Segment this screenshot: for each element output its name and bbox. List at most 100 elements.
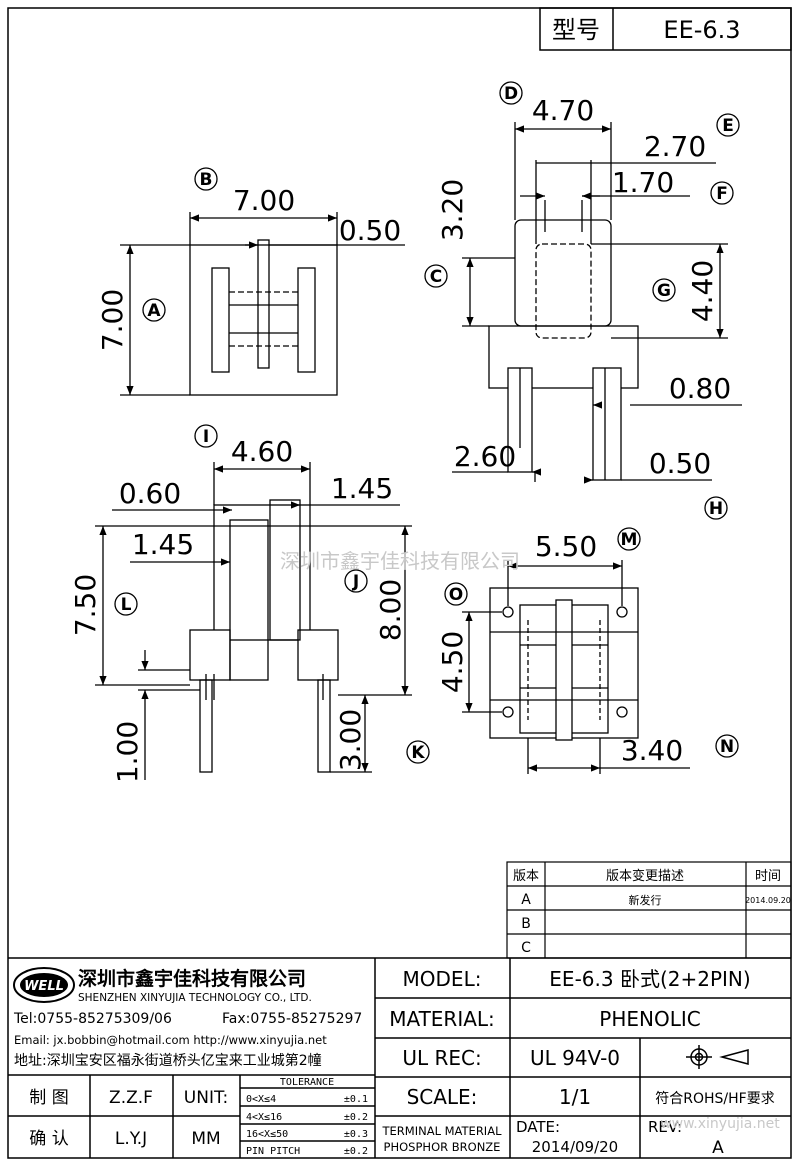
dim-m-width: 5.50 [535,530,597,563]
dim-f-width: 1.70 [612,166,674,199]
drawn-label: 制 图 [29,1088,68,1108]
terminal-material-1: TERMINAL MATERIAL [382,1124,503,1138]
terminal-material-2: PHOSPHOR BRONZE [384,1140,501,1154]
rev-row-a-date: 2014.09.20 [745,896,791,905]
header-model-box: 型号 EE-6.3 [539,7,792,51]
rev-label: REV: [648,1118,682,1136]
reference-markers [114,81,740,764]
dim-pin-260: 2.60 [454,440,516,473]
ulrec-label: UL REC: [402,1046,481,1070]
company-logo: WELL [13,967,75,1003]
dim-n-width: 3.40 [621,734,683,767]
marker-b: B [200,170,213,190]
dim-w-145-left: 1.45 [132,528,194,561]
dim-b-width: 7.00 [233,184,295,217]
rev-header-desc: 版本变更描述 [606,868,684,884]
marker-j: J [352,572,359,592]
rev-value: A [712,1138,724,1158]
watermark-url: www.xinyujia.net [660,1116,780,1132]
company-name-en: SHENZHEN XINYUJIA TECHNOLOGY CO., LTD. [78,992,312,1004]
material-label: MATERIAL: [389,1007,495,1031]
scale-value: 1/1 [559,1085,591,1109]
marker-n: N [720,737,734,757]
marker-k: K [411,743,425,763]
marker-g: G [657,281,671,301]
view-front [452,122,742,484]
dim-i-width: 4.60 [231,435,293,468]
logo-text: WELL [24,979,64,994]
model-label: MODEL: [403,967,482,991]
view-side [120,212,405,396]
rev-row-b: B [521,916,531,932]
marker-m: M [621,530,638,550]
rev-row-c: C [521,940,531,956]
header-model-label: 型号 [552,16,600,44]
tol-range-1: 0<X≤4 [246,1094,276,1105]
marker-c: C [430,267,442,287]
marker-a: A [147,301,161,321]
dimension-labels: 7.00 0.50 7.00 4.70 2.70 1.70 3.20 4.40 … [69,94,731,783]
tol-value-2: ±0.2 [344,1112,368,1123]
rev-row-a-desc: 新发行 [629,893,662,907]
dim-b-pin: 0.50 [339,214,401,247]
dim-k-300: 3.00 [334,709,367,771]
tol-value-1: ±0.1 [344,1094,368,1105]
title-block-text: MODEL: EE-6.3 卧式(2+2PIN) MATERIAL: PHENO… [29,967,780,1158]
rev-header-version: 版本 [513,869,539,884]
tol-value-3: ±0.3 [344,1129,368,1140]
dim-w-060: 0.60 [119,477,181,510]
marker-l: L [121,595,132,615]
reference-marker-letters: A B C D E F G H I J K L M N O [121,84,735,763]
dim-g-height: 4.40 [686,260,719,322]
dim-pin-050: 0.50 [649,447,711,480]
tol-range-3: 16<X≤50 [246,1129,288,1140]
dim-w-145-top: 1.45 [331,472,393,505]
unit-value: MM [191,1129,220,1149]
company-info: 深圳市鑫宇佳科技有限公司 SHENZHEN XINYUJIA TECHNOLOG… [13,967,362,1069]
date-label: DATE: [516,1118,560,1136]
company-tel: Tel:0755-85275309/06 [13,1011,172,1027]
dim-j-height: 8.00 [374,579,407,641]
dim-a-height: 7.00 [96,289,129,351]
marker-o: O [449,585,463,605]
dim-e-width: 2.70 [644,130,706,163]
tol-range-2: 4<X≤16 [246,1112,282,1123]
rohs-note: 符合ROHS/HF要求 [655,1091,774,1107]
checked-value: L.Y.J [115,1129,147,1149]
projection-symbol-icon [686,1045,749,1069]
rev-row-a: A [521,892,531,908]
header-model-value: EE-6.3 [663,16,740,44]
marker-h: H [709,499,723,519]
scale-label: SCALE: [407,1085,478,1109]
dim-l-height: 7.50 [69,574,102,636]
rev-header-date: 时间 [755,869,781,884]
title-block-lines [8,957,791,1158]
marker-d: D [504,84,518,104]
drawn-value: Z.Z.F [109,1088,153,1108]
company-name-cn: 深圳市鑫宇佳科技有限公司 [78,967,306,990]
dim-d-width: 4.70 [532,94,594,127]
company-address: 地址:深圳宝安区福永街道桥头亿宝来工业城第2幢 [14,1052,322,1069]
dim-pin-080: 0.80 [669,372,731,405]
dim-o-height: 4.50 [436,631,469,693]
model-value: EE-6.3 卧式(2+2PIN) [549,967,750,991]
checked-label: 确 认 [29,1129,68,1149]
sheet-border [7,7,792,1159]
marker-f: F [716,184,728,204]
company-fax: Fax:0755-85275297 [222,1011,362,1027]
dim-k-100: 1.00 [111,721,144,783]
tol-value-4: ±0.2 [344,1146,368,1157]
view-bottom [462,560,690,774]
watermark: 深圳市鑫宇佳科技有限公司 [280,549,520,573]
material-value: PHENOLIC [599,1007,700,1031]
revision-table-text: 版本 版本变更描述 时间 A 新发行 2014.09.20 B C [513,868,791,956]
unit-label: UNIT: [184,1088,228,1108]
view-top [95,462,412,780]
marker-i: I [203,427,209,447]
marker-e: E [722,116,734,136]
tolerance-title: TOLERANCE [280,1077,334,1088]
date-value: 2014/09/20 [532,1138,618,1156]
company-email: Email: jx.bobbin@hotmail.com http://www.… [14,1033,327,1047]
dim-c-height: 3.20 [436,179,469,241]
